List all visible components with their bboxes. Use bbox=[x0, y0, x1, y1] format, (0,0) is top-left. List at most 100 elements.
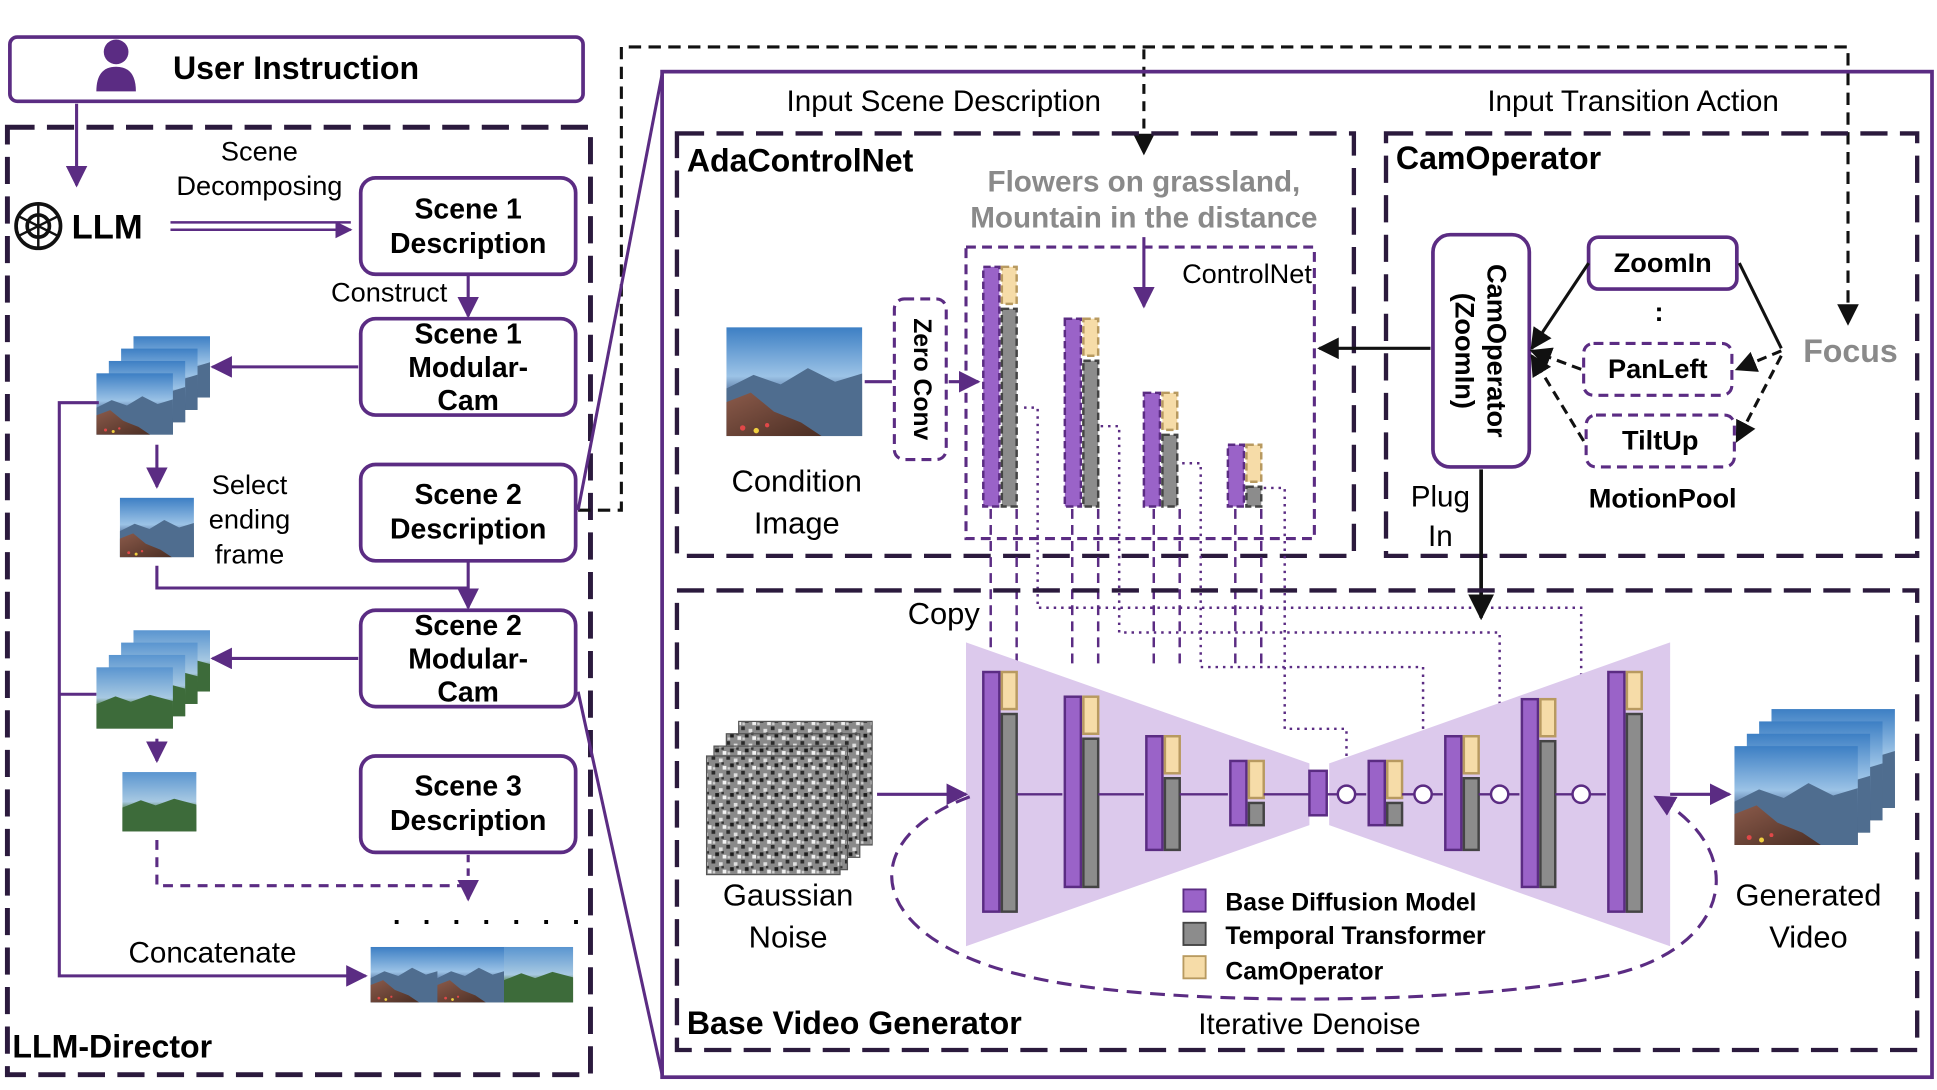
llm-label: LLM bbox=[72, 208, 143, 246]
unet-encoder-diffusion-block-2 bbox=[1063, 695, 1083, 889]
unet-decoder-camop-block-2 bbox=[1462, 735, 1480, 775]
generated-video-line1: Generated bbox=[1736, 877, 1882, 912]
unet-encoder-temporal-block-3 bbox=[1163, 777, 1181, 852]
ending-frame-to-scene3-line bbox=[155, 840, 479, 902]
zoom-line-bottom bbox=[576, 691, 664, 1076]
camoperator-title: CamOperator bbox=[1396, 140, 1602, 176]
scene1-desc-line2: Description bbox=[390, 228, 546, 260]
camoperator-module-line1: CamOperator bbox=[1482, 264, 1513, 438]
unet-encoder-camop-block-1 bbox=[1000, 670, 1018, 711]
panleft-label: PanLeft bbox=[1608, 353, 1708, 384]
concatenate-arrow bbox=[57, 401, 368, 987]
motion-vdots: : bbox=[1654, 296, 1663, 327]
controlnet-temporal-block-3 bbox=[1161, 433, 1179, 508]
scene2-cam-line3: Cam bbox=[437, 677, 499, 709]
focus-to-tiltup-arrow bbox=[1735, 355, 1783, 443]
unet-decoder-diffusion-block-1 bbox=[1367, 759, 1387, 827]
zoomin-label: ZoomIn bbox=[1614, 247, 1712, 278]
scene1-cam-line1: Scene 1 bbox=[414, 318, 521, 350]
unet-decoder-diffusion-block-4 bbox=[1607, 670, 1626, 913]
prompt-line2: Mountain in the distance bbox=[970, 201, 1317, 234]
adacontrolnet-title: AdaControlNet bbox=[687, 143, 914, 179]
skip-link-3 bbox=[1182, 462, 1425, 786]
scene-decomposing-line1: Scene bbox=[221, 136, 298, 167]
scene3-desc-line2: Description bbox=[390, 805, 546, 837]
concatenate-label: Concatenate bbox=[128, 936, 296, 969]
unet-decoder-diffusion-block-2 bbox=[1444, 735, 1463, 852]
skip-link-1 bbox=[1024, 406, 1583, 786]
focus-to-panleft-arrow bbox=[1734, 349, 1782, 372]
scene1-cam-line3: Cam bbox=[437, 385, 499, 417]
concatenated-video-strip bbox=[370, 946, 574, 1003]
unet-encoder-camop-block-4 bbox=[1247, 759, 1265, 800]
panleft-option bbox=[1582, 341, 1734, 397]
controlnet-diffusion-block-1 bbox=[982, 265, 1001, 508]
legend-temporal-transformer: Temporal Transformer bbox=[1225, 923, 1486, 950]
gaussian-noise-stack bbox=[705, 720, 873, 876]
unet-decoder-temporal-block-4 bbox=[1625, 712, 1643, 913]
base-video-generator-title: Base Video Generator bbox=[687, 1005, 1022, 1041]
skip-link-4 bbox=[1263, 486, 1348, 786]
scene2-ending-frame bbox=[122, 772, 197, 832]
input-scene-description-label: Input Scene Description bbox=[786, 85, 1101, 118]
unet-decoder-camop-block-1 bbox=[1386, 759, 1404, 800]
condition-image bbox=[726, 327, 863, 437]
openai-logo-icon bbox=[14, 201, 63, 251]
adacontrolnet-panel bbox=[674, 131, 1357, 559]
user-instruction-box bbox=[8, 35, 585, 104]
sum-node-1 bbox=[1336, 784, 1357, 805]
zero-conv-label: Zero Conv bbox=[908, 318, 935, 440]
model-panel bbox=[660, 69, 1934, 1080]
scene-decomposing-line2: Decomposing bbox=[176, 170, 342, 201]
unet-encoder-camop-block-2 bbox=[1082, 695, 1100, 736]
legend-camoperator: CamOperator bbox=[1225, 959, 1383, 986]
iterative-denoise-label: Iterative Denoise bbox=[1198, 1008, 1420, 1041]
llm-director-panel bbox=[4, 124, 593, 1078]
camoperator-zoomin-box bbox=[1431, 232, 1532, 469]
select-frame-line2: ending bbox=[209, 504, 291, 535]
controlnet-label: ControlNet bbox=[1182, 258, 1312, 289]
generated-video-line2: Video bbox=[1769, 919, 1847, 954]
controlnet-camop-block-3 bbox=[1161, 391, 1179, 432]
controlnet-temporal-block-1 bbox=[1000, 307, 1018, 508]
generated-video-stack bbox=[1734, 709, 1895, 845]
unet-encoder-diffusion-block-4 bbox=[1229, 759, 1248, 827]
legend-base-diffusion: Base Diffusion Model bbox=[1225, 889, 1476, 916]
controlnet-diffusion-block-4 bbox=[1226, 443, 1246, 508]
controlnet-camop-block-2 bbox=[1082, 317, 1100, 358]
scene1-ending-frame bbox=[119, 497, 194, 558]
unet-encoder-diffusion-block-1 bbox=[982, 670, 1001, 913]
user-instruction-label: User Instruction bbox=[173, 50, 419, 86]
unet-encoder-camop-block-3 bbox=[1163, 735, 1181, 775]
legend-swatch-base-diffusion bbox=[1182, 888, 1207, 913]
gaussian-noise-line2: Noise bbox=[749, 919, 828, 954]
sum-node-4 bbox=[1571, 784, 1592, 805]
controlnet-temporal-block-2 bbox=[1082, 359, 1100, 508]
base-video-generator-panel bbox=[674, 588, 1920, 1053]
unet-decoder-camop-block-4 bbox=[1625, 670, 1643, 711]
unet-encoder-temporal-block-4 bbox=[1247, 801, 1265, 827]
condition-image-line1: Condition bbox=[732, 464, 862, 499]
scene3-description-box bbox=[358, 754, 578, 855]
unet-encoder-temporal-block-2 bbox=[1082, 737, 1100, 889]
ellipsis: . . . . . . . bbox=[393, 899, 587, 930]
scene2-cam-line2: Modular- bbox=[408, 643, 528, 675]
select-frame-line1: Select bbox=[212, 469, 288, 500]
camoperator-module-line2: (ZoomIn) bbox=[1449, 293, 1480, 409]
gaussian-noise-line1: Gaussian bbox=[723, 877, 853, 912]
copy-label: Copy bbox=[908, 596, 981, 631]
controlnet-camop-block-1 bbox=[1000, 265, 1018, 306]
panleft-to-module-arrow bbox=[1529, 347, 1582, 371]
controlnet-box bbox=[964, 245, 1316, 541]
plug-in-line1: Plug bbox=[1411, 480, 1470, 513]
unet-encoder-diffusion-block-3 bbox=[1145, 735, 1164, 852]
controlnet-diffusion-block-3 bbox=[1142, 391, 1162, 508]
zero-conv-box bbox=[892, 297, 948, 462]
llm-director-title: LLM-Director bbox=[12, 1028, 212, 1064]
transition-action-dashed-line bbox=[578, 45, 1859, 512]
unet-middle-block bbox=[1308, 769, 1328, 817]
scene1-frames-stack bbox=[96, 336, 211, 435]
unet-decoder-diffusion-block-3 bbox=[1520, 697, 1540, 889]
controlnet-camop-block-4 bbox=[1245, 443, 1263, 484]
